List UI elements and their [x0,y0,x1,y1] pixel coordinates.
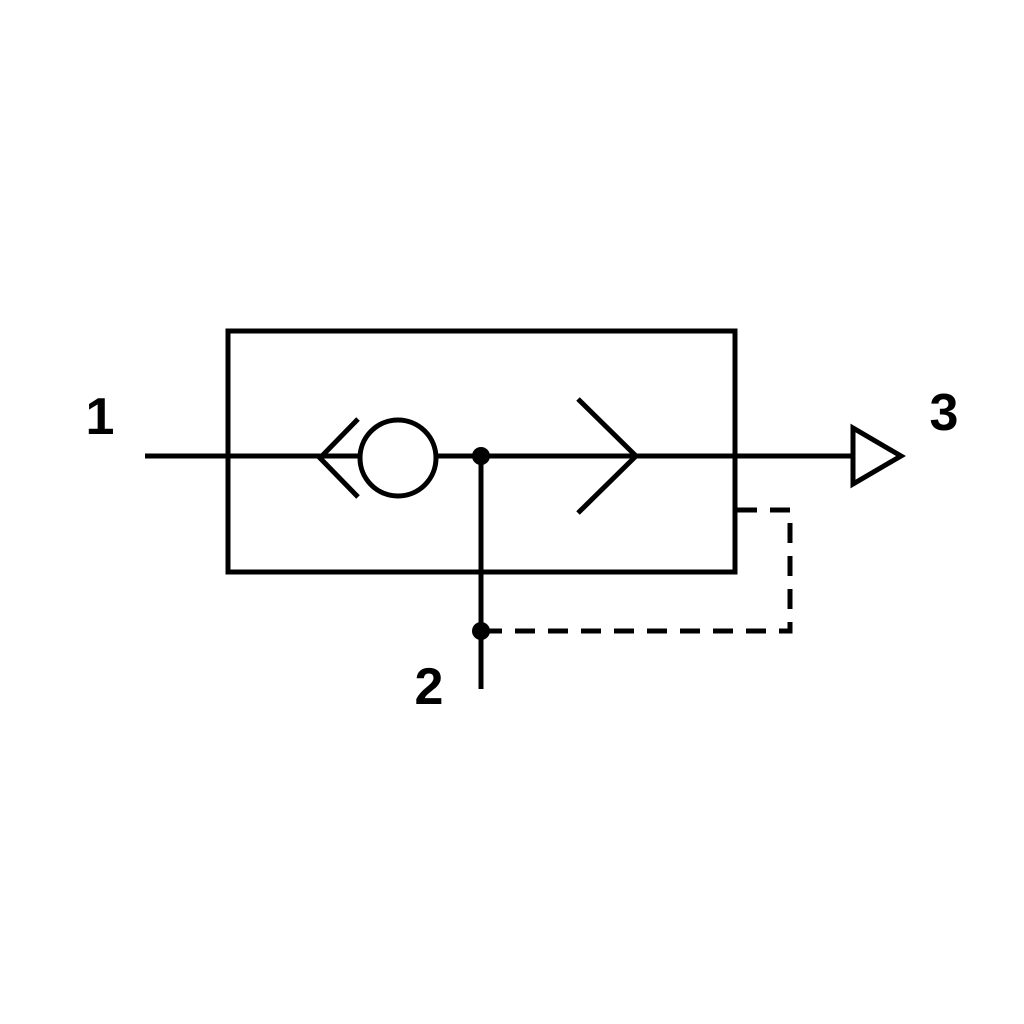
exhaust-triangle [850,423,906,489]
pilot-line [481,507,793,634]
check-valve-ball [357,417,439,499]
junction-dot-pilot [472,622,490,640]
port-2-label: 2 [415,658,444,716]
port-1-label: 1 [86,388,115,446]
port-3-label: 3 [930,384,959,442]
junction-dot-main [472,447,490,465]
port-labels: 1 2 3 [86,384,959,716]
schematic-lines [145,328,906,689]
junction-dots [472,447,490,640]
flow-arrow [576,397,640,515]
check-valve-seat [316,417,360,499]
